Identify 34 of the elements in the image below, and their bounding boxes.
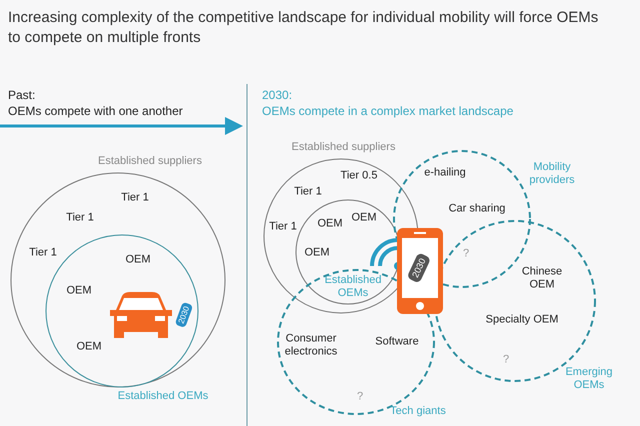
badge-label: 2030 xyxy=(174,302,194,328)
segment-label: Consumer electronics xyxy=(284,332,338,358)
segment-label: e-hailing xyxy=(424,166,466,180)
segment-label: OEM xyxy=(351,212,377,224)
segment-label: Car sharing xyxy=(448,202,506,216)
circle-title: Established suppliers xyxy=(97,155,203,168)
segment-label: OEM xyxy=(317,218,343,230)
subheading: OEMs compete in a complex market landscape xyxy=(262,105,514,119)
subheading: Past: xyxy=(8,89,36,103)
segment-label: Tier 1 xyxy=(269,220,297,234)
segment-label: OEM xyxy=(304,246,330,260)
segment-label: OEM xyxy=(125,254,151,266)
heading: Increasing complexity of the competitive landscape for individual mobility will force OEMs to compete on multiple fronts xyxy=(8,8,600,47)
question-mark: ? xyxy=(462,248,470,260)
subheading: 2030: xyxy=(262,89,292,103)
question-mark: ? xyxy=(502,354,510,366)
circle-title: Mobility providers xyxy=(528,161,576,186)
segment-label: Specialty OEM xyxy=(486,314,558,326)
segment-label: Software xyxy=(375,336,419,348)
question-mark: ? xyxy=(356,390,364,404)
segment-label: OEM xyxy=(66,284,92,298)
segment-label: OEM xyxy=(76,340,102,354)
circle-title: Established suppliers xyxy=(290,141,396,154)
segment-label: Tier 0.5 xyxy=(340,170,378,182)
segment-label: Tier 1 xyxy=(294,186,322,198)
circle-title: Established OEMs xyxy=(324,274,382,300)
circle-title: Established OEMs xyxy=(116,390,210,403)
segment-label: Tier 1 xyxy=(121,192,149,204)
segment-label: Tier 1 xyxy=(66,212,94,224)
segment-label: Chinese OEM xyxy=(520,265,564,291)
circle-title: Emerging OEMs xyxy=(565,366,613,392)
circle-title: Tech giants xyxy=(389,405,447,418)
segment-label: Tier 1 xyxy=(29,246,57,260)
subheading: OEMs compete with one another xyxy=(8,105,183,119)
